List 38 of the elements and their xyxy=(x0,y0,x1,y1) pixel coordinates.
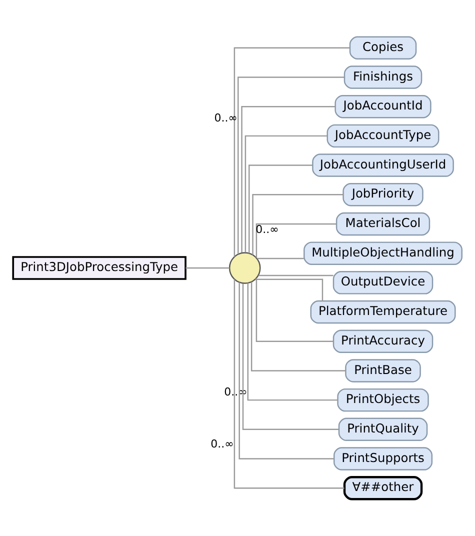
node-box: MaterialsCol xyxy=(336,212,430,236)
node-box: JobAccountId xyxy=(334,94,432,118)
connector xyxy=(247,283,338,401)
connector xyxy=(256,278,334,342)
connector xyxy=(256,223,336,258)
connector xyxy=(186,267,230,269)
node-box: Print3DJobProcessingType xyxy=(12,256,186,280)
node-box: Finishings xyxy=(344,66,422,89)
node-box: JobPriority xyxy=(342,183,424,206)
node-box: PrintQuality xyxy=(338,418,428,442)
connector xyxy=(250,282,346,372)
node-box: Copies xyxy=(349,36,417,60)
node-box: JobAccountType xyxy=(326,124,440,148)
node-box: PrintAccuracy xyxy=(332,330,434,353)
connector xyxy=(234,279,344,489)
connector xyxy=(255,278,324,301)
node-box: PrintSupports xyxy=(333,447,433,470)
connector xyxy=(258,274,334,276)
connector xyxy=(234,47,350,257)
node-box: ∀##other xyxy=(343,476,423,500)
connector xyxy=(238,282,334,460)
connector xyxy=(238,76,344,254)
node-box: PlatformTemperature xyxy=(310,300,456,324)
node-box: PrintObjects xyxy=(337,388,429,412)
edge-label: 0..∞ xyxy=(214,111,238,124)
connector xyxy=(242,283,339,430)
node-box: JobAccountingUserId xyxy=(312,154,454,177)
node-box: MultipleObjectHandling xyxy=(304,242,462,265)
edge-label: 0..∞ xyxy=(210,437,234,450)
node-box: OutputDevice xyxy=(332,271,434,294)
connector xyxy=(241,106,336,253)
connector xyxy=(248,164,313,254)
node-box: PrintBase xyxy=(345,359,421,382)
edge-label: 0..∞ xyxy=(256,222,279,236)
node-circle xyxy=(228,252,261,284)
connector xyxy=(252,194,344,255)
connector xyxy=(244,135,328,252)
connector xyxy=(257,258,304,260)
